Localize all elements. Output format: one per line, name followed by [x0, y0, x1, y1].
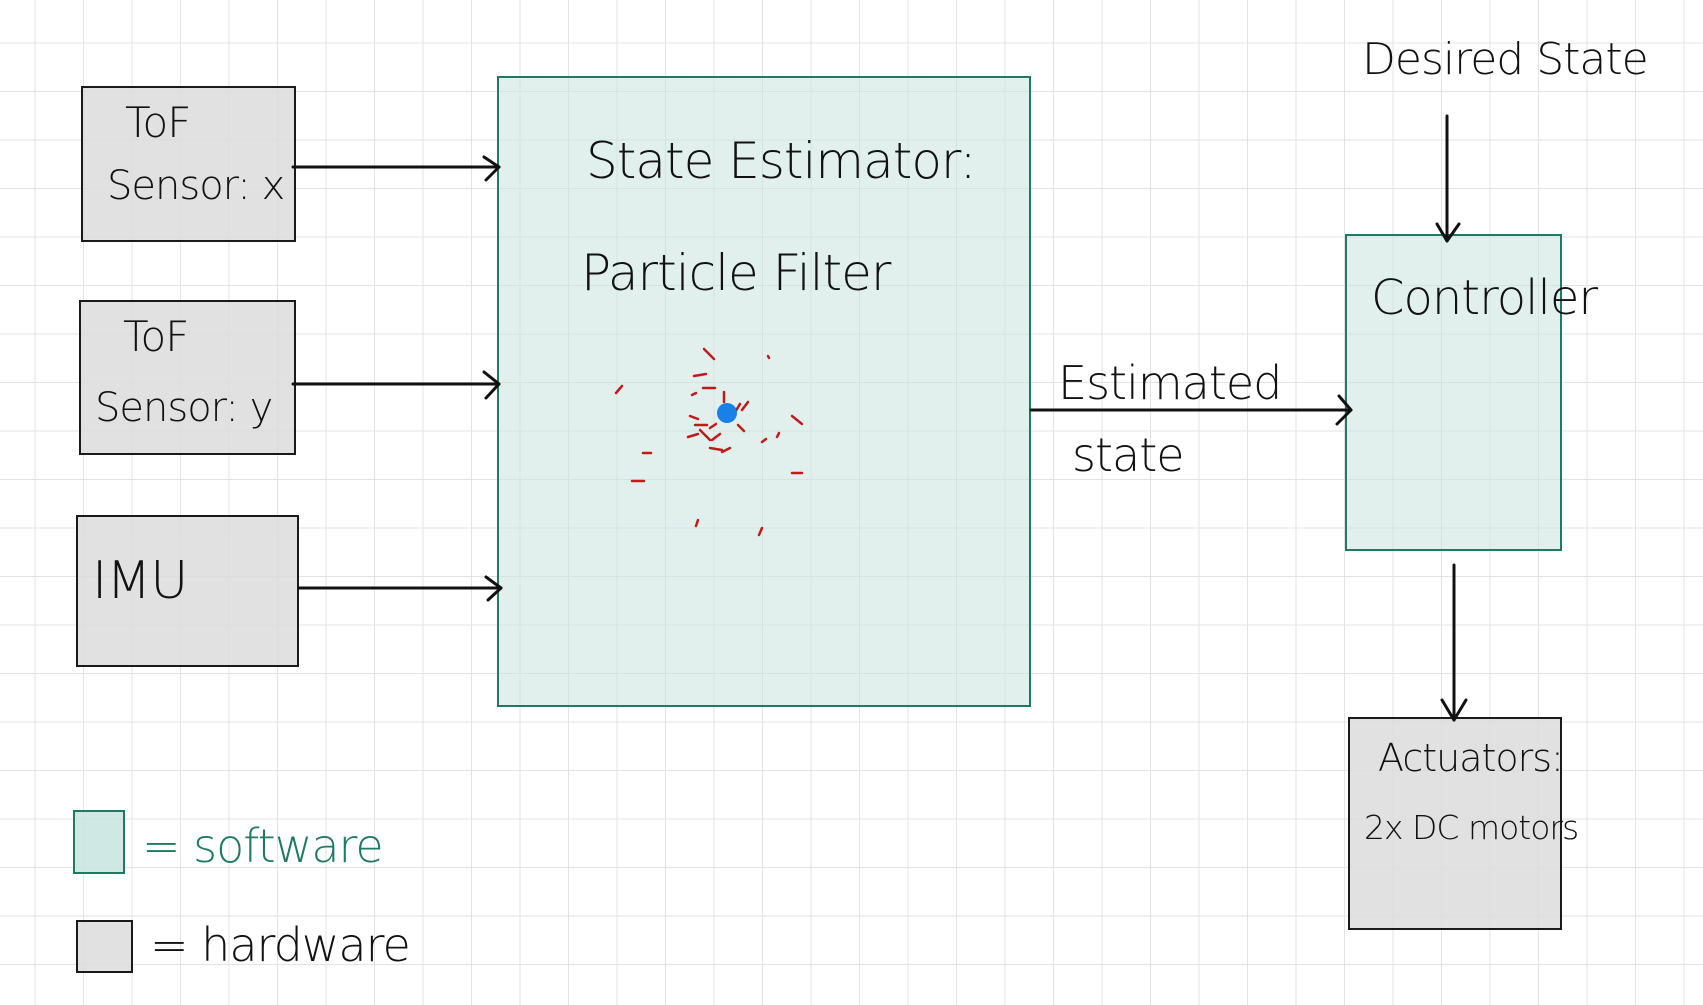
imu-block: IMU: [76, 515, 299, 667]
controller-label: Controller: [1371, 270, 1598, 326]
legend-software-label: = software: [142, 819, 384, 873]
estimate-dot: [717, 403, 737, 423]
arrow-tof-y-to-estimator: [291, 370, 501, 400]
tof-sensor-x-block: ToF Sensor: x: [81, 86, 296, 242]
estimator-method: Particle Filter: [581, 244, 891, 302]
tof-x-line1: ToF: [125, 98, 191, 147]
particle-cloud: [614, 347, 804, 537]
estimated-state-label-line1: Estimated: [1058, 356, 1282, 410]
legend-hardware-swatch: [76, 920, 133, 973]
tof-y-line2: Sensor: y: [95, 385, 273, 431]
arrow-desired-to-controller: [1435, 114, 1461, 243]
estimated-state-label-line2: state: [1072, 428, 1185, 482]
actuators-line1: Actuators:: [1378, 736, 1564, 780]
tof-y-line1: ToF: [123, 312, 189, 361]
desired-state-label: Desired State: [1362, 34, 1649, 85]
controller-block: Controller: [1345, 234, 1598, 551]
arrow-imu-to-estimator: [297, 575, 503, 602]
legend-hardware-label: = hardware: [150, 918, 411, 972]
arrow-tof-x-to-estimator: [291, 155, 501, 182]
estimator-title: State Estimator:: [586, 132, 976, 190]
imu-label: IMU: [92, 551, 188, 611]
legend-software-swatch: [73, 810, 125, 874]
arrow-estimator-to-controller: [1029, 394, 1353, 426]
actuators-block: Actuators: 2x DC motors: [1348, 717, 1579, 930]
tof-x-line2: Sensor: x: [107, 163, 285, 209]
actuators-line2: 2x DC motors: [1364, 808, 1579, 847]
arrow-controller-to-actuators: [1440, 563, 1468, 722]
state-estimator-block: State Estimator: Particle Filter: [497, 76, 1031, 707]
tof-sensor-y-block: ToF Sensor: y: [79, 300, 296, 455]
